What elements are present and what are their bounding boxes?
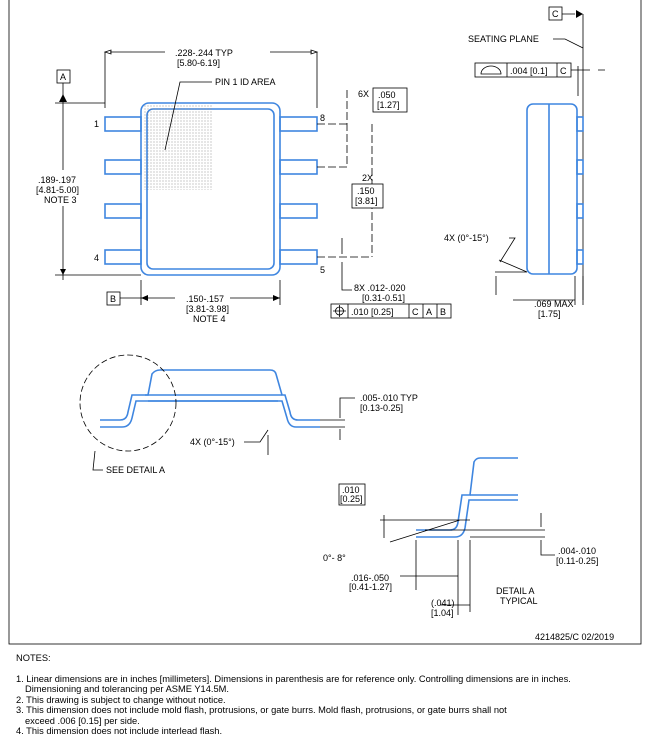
- dimension-label: [1.27]: [377, 100, 400, 110]
- dimension-label: PIN 1 ID AREA: [215, 77, 276, 87]
- dimension-label: .150-.157: [186, 294, 224, 304]
- dimension-label: SEE DETAIL A: [106, 465, 165, 475]
- notes-section: NOTES: 1. Linear dimensions are in inche…: [16, 653, 641, 737]
- note-1: 1. Linear dimensions are in inches [mill…: [16, 673, 571, 684]
- dimension-label: [0.31-0.51]: [362, 293, 405, 303]
- position-tolerance-frame: .010 [0.25] C A B: [330, 303, 452, 319]
- dimension-label: .050: [378, 90, 396, 100]
- dimension-label: .005-.010 TYP: [360, 393, 418, 403]
- dimension-label: 2X: [362, 173, 373, 183]
- document-id: 4214825/C 02/2019: [535, 632, 614, 642]
- note-3-cont: exceed .006 [0.15] per side.: [25, 715, 140, 726]
- dimension-label: .010: [342, 485, 360, 495]
- dimension-label: B: [440, 307, 446, 317]
- package-outline-drawing: .228-.244 TYP [5.80-6.19] PIN 1 ID AREA …: [8, 0, 642, 645]
- dimension-label: [0.11-0.25]: [556, 556, 598, 566]
- side-view: C SEATING PLANE .004 [0.1]C 4X (0°-15°) …: [444, 6, 605, 319]
- dimension-label: DETAIL A: [496, 586, 535, 596]
- dimension-label: 1: [94, 119, 99, 129]
- dimension-label: A: [426, 307, 432, 317]
- notes-heading: NOTES:: [16, 653, 51, 663]
- pin1-id-area: [143, 105, 213, 190]
- dimension-label: [1.04]: [431, 608, 454, 618]
- dimension-label: [4.81-5.00]: [36, 185, 79, 195]
- dimension-label: (.041): [431, 598, 455, 608]
- drawing-frame: [8, 0, 642, 645]
- dimension-label: 8: [320, 113, 325, 123]
- dimension-label: 5: [320, 265, 325, 275]
- dimension-label: .189-.197: [38, 175, 76, 185]
- note-2: 2. This drawing is subject to change wit…: [16, 694, 226, 705]
- front-view: SEE DETAIL A .005-.010 TYP [0.13-0.25] 4…: [79, 354, 418, 475]
- dimension-label: NOTE 4: [193, 314, 226, 324]
- note-4: 4. This dimension does not include inter…: [16, 726, 223, 736]
- dimension-label: 8X .012-.020: [354, 283, 406, 293]
- dimension-label: [0.41-1.27]: [349, 582, 392, 592]
- dimension-label: .069 MAX: [534, 299, 574, 309]
- dimension-label: TYPICAL: [500, 596, 538, 606]
- dimension-label: NOTE 3: [44, 195, 77, 205]
- note-1-cont: Dimensioning and tolerancing per ASME Y1…: [25, 684, 229, 694]
- dimension-label: [3.81]: [355, 196, 378, 206]
- dimension-label: [5.80-6.19]: [177, 58, 220, 68]
- dimension-label: SEATING PLANE: [468, 34, 539, 44]
- top-view: .228-.244 TYP [5.80-6.19] PIN 1 ID AREA …: [30, 48, 452, 324]
- dimension-label: 6X: [358, 89, 369, 99]
- dimension-label: .228-.244 TYP: [175, 48, 233, 58]
- dimension-label: [0.13-0.25]: [360, 403, 403, 413]
- dimension-label: 4X (0°-15°): [444, 233, 489, 243]
- dimension-label: 4: [94, 253, 99, 263]
- dimension-label: B: [110, 294, 116, 304]
- detail-a: .010[0.25] 0°- 8° .004-.010 [0.11-0.25] …: [323, 457, 598, 618]
- dimension-label: 4X (0°-15°): [190, 437, 235, 447]
- dimension-label: A: [60, 72, 66, 82]
- dimension-label: 0°- 8°: [323, 553, 346, 563]
- dimension-label: .004 [0.1]: [510, 66, 548, 76]
- note-3: 3. This dimension does not include mold …: [16, 705, 507, 715]
- dimension-label: C: [412, 307, 419, 317]
- dimension-label: [1.75]: [538, 309, 561, 319]
- dimension-label: .004-.010: [558, 546, 596, 556]
- dimension-label: .010 [0.25]: [351, 307, 394, 317]
- dimension-label: [3.81-3.98]: [186, 304, 229, 314]
- dimension-label: .150: [357, 186, 375, 196]
- dimension-label: .016-.050: [351, 573, 389, 583]
- dimension-label: [0.25]: [340, 494, 363, 504]
- dimension-label: C: [552, 9, 559, 19]
- dimension-label: C: [560, 66, 567, 76]
